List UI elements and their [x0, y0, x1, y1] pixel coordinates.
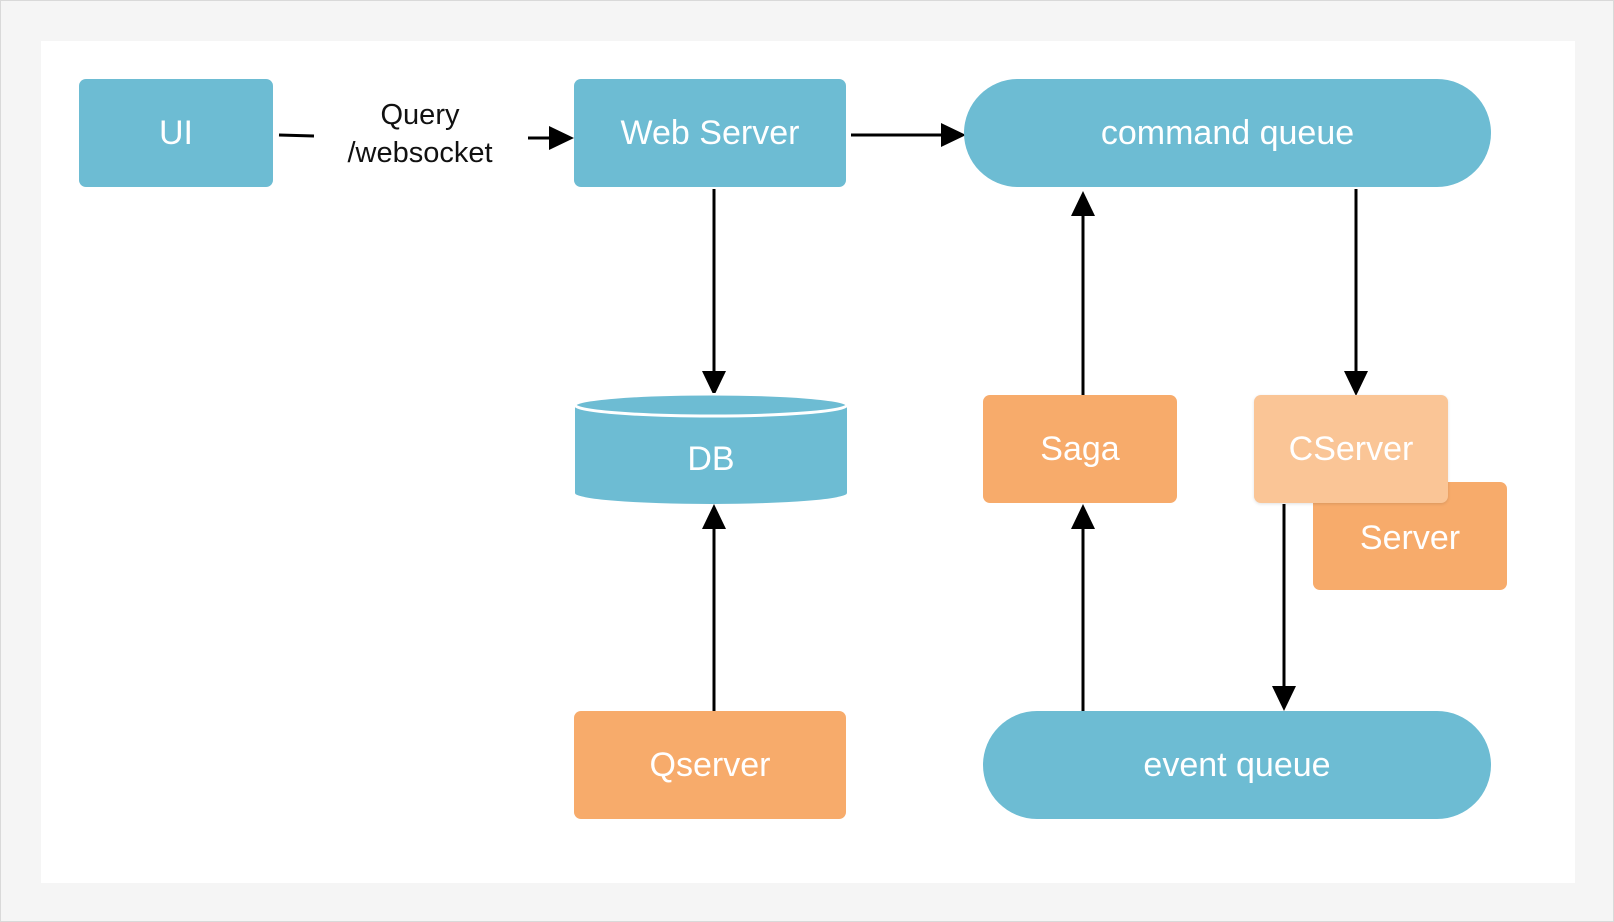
arrowhead-eventqueue [1272, 686, 1296, 711]
node-cserver: CServer [1254, 395, 1448, 503]
node-db-label: DB [687, 439, 735, 478]
arrowhead-webserver [549, 126, 574, 150]
arrowhead-commandqueue-bottom [1071, 191, 1095, 216]
edge-label-query-websocket: Query /websocket [309, 96, 531, 172]
node-db: DB [574, 415, 848, 503]
edges-layer [278, 123, 1368, 713]
arrowhead-saga-bottom [1071, 504, 1095, 529]
node-server-label: Server [1359, 518, 1461, 557]
node-web-server: Web Server [574, 79, 846, 187]
node-saga-label: Saga [1040, 429, 1120, 468]
node-cserver-label: CServer [1288, 429, 1414, 468]
node-event-queue: event queue [983, 711, 1491, 819]
node-web-server-label: Web Server [620, 113, 800, 152]
edge-label-line2: /websocket [347, 137, 493, 169]
node-qserver: Qserver [574, 711, 846, 819]
arrowhead-commandqueue [941, 123, 966, 147]
arrowhead-cserver [1344, 371, 1368, 396]
arrowhead-db-top [702, 371, 726, 396]
arrowhead-db-bottom [702, 504, 726, 529]
node-command-queue-label: command queue [1100, 113, 1355, 152]
node-ui-label: UI [159, 113, 193, 152]
node-saga: Saga [983, 395, 1177, 503]
node-db-shape [574, 393, 848, 504]
edge-label-line1: Query [380, 99, 460, 131]
node-event-queue-label: event queue [1143, 745, 1331, 784]
node-ui: UI [79, 79, 273, 187]
node-command-queue: command queue [964, 79, 1491, 187]
node-qserver-label: Qserver [649, 745, 771, 784]
edge-ui-to-label [278, 133, 315, 138]
diagram-canvas: UI Query /websocket Web Server command q… [41, 41, 1575, 883]
